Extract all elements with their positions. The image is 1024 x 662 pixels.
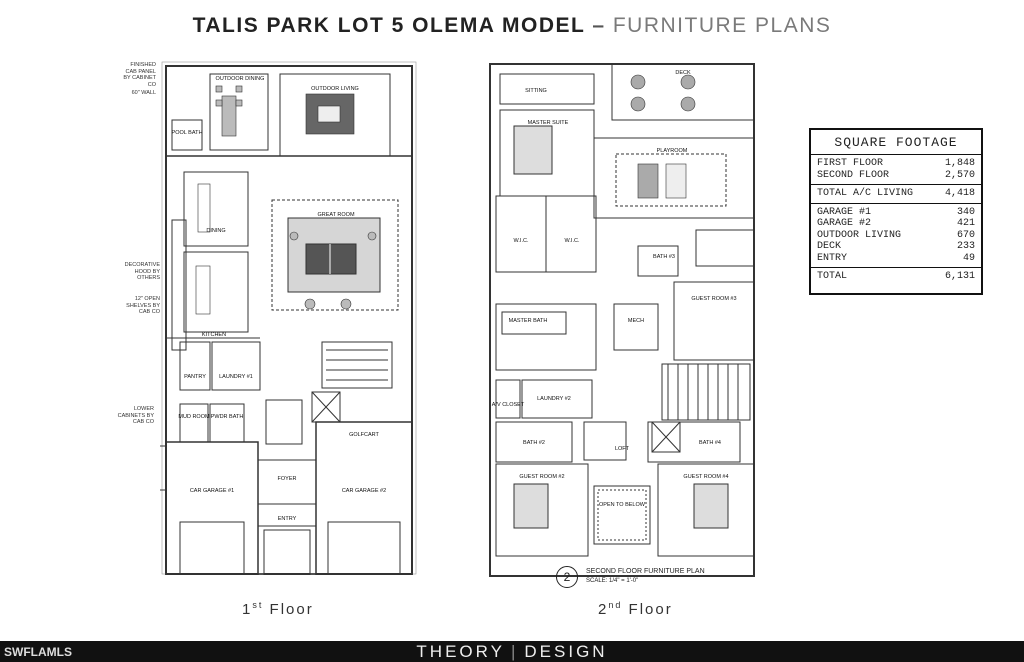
label-master-suite: MASTER SUITE [528, 120, 569, 126]
label-outdoor-living: OUTDOOR LIVING [311, 86, 359, 92]
caption-text: SECOND FLOOR FURNITURE PLAN [586, 568, 705, 575]
label-outdoor-dining: OUTDOOR DINING [216, 76, 265, 82]
square-footage-heading: SQUARE FOOTAGE [811, 130, 981, 155]
label-wic-2: W.I.C. [565, 238, 580, 244]
label-pantry: PANTRY [184, 374, 206, 380]
caption-number: 2 [556, 566, 578, 588]
title-sub: FURNITURE PLANS [612, 14, 832, 37]
brand-right: DESIGN [524, 642, 608, 661]
label-bath-2: BATH #2 [523, 440, 545, 446]
label-kitchen: KITCHEN [202, 332, 226, 338]
label-entry: ENTRY [278, 516, 297, 522]
label-guest-room-3: GUEST ROOM #3 [691, 296, 736, 302]
label-bath-4: BATH #4 [699, 440, 721, 446]
note-finished-cab: FINISHED CAB PANEL BY CABINET CO [123, 62, 156, 88]
second-floor-plan: DECK SITTING MASTER SUITE PLAYROOM W.I.C… [488, 60, 758, 580]
label-foyer: FOYER [278, 476, 297, 482]
note-hood: DECORATIVE HOOD BY OTHERS [124, 262, 160, 281]
label-wic-1: W.I.C. [514, 238, 529, 244]
watermark: SWFLAMLS [4, 645, 72, 659]
label-car-garage-2: CAR GARAGE #2 [342, 488, 386, 494]
title-separator: – [592, 14, 606, 37]
label-pwdr-bath: PWDR BATH [211, 414, 244, 420]
label-golf-cart: GOLFCART [349, 432, 379, 438]
label-guest-room-4: GUEST ROOM #4 [683, 474, 728, 480]
label-deck: DECK [675, 70, 691, 76]
footer-bar: SWFLAMLS THEORY | DESIGN [0, 641, 1024, 662]
note-shelves: 12" OPEN SHELVES BY CAB CO [126, 296, 160, 315]
label-mech: MECH [628, 318, 644, 324]
title-main: TALIS PARK LOT 5 OLEMA MODEL [192, 14, 585, 37]
label-laundry-1: LAUNDRY #1 [219, 374, 253, 380]
label-bath-3: BATH #3 [653, 254, 675, 260]
label-great-room: GREAT ROOM [317, 212, 354, 218]
label-guest-room-2: GUEST ROOM #2 [519, 474, 564, 480]
note-wall: 60" WALL [131, 90, 156, 96]
label-mud-room: MUD ROOM [178, 414, 210, 420]
label-dining: DINING [206, 228, 225, 234]
caption-scale: SCALE: 1/4" = 1'-0" [586, 578, 639, 584]
brand-divider: | [510, 642, 519, 661]
note-lower-cab: LOWER CABINETS BY CAB CO [117, 406, 154, 425]
label-sitting: SITTING [525, 88, 547, 94]
label-playroom: PLAYROOM [657, 148, 688, 154]
first-floor-label: 1st Floor [242, 600, 314, 618]
brand-left: THEORY [416, 642, 505, 661]
label-laundry-2: LAUNDRY #2 [537, 396, 571, 402]
brand-logo: THEORY | DESIGN [0, 642, 1024, 662]
label-car-garage-1: CAR GARAGE #1 [190, 488, 234, 494]
second-floor-label: 2nd Floor [598, 600, 673, 618]
label-open-to-below: OPEN TO BELOW [599, 502, 646, 508]
label-av-closet: A/V CLOSET [492, 402, 525, 408]
label-pool-bath: POOL BATH [172, 130, 203, 136]
first-floor-plan: OUTDOOR DINING OUTDOOR LIVING POOL BATH … [160, 60, 420, 580]
label-loft: LOFT [615, 446, 630, 452]
page-title: TALIS PARK LOT 5 OLEMA MODEL – FURNITURE… [0, 14, 1024, 38]
label-master-bath: MASTER BATH [509, 318, 548, 324]
